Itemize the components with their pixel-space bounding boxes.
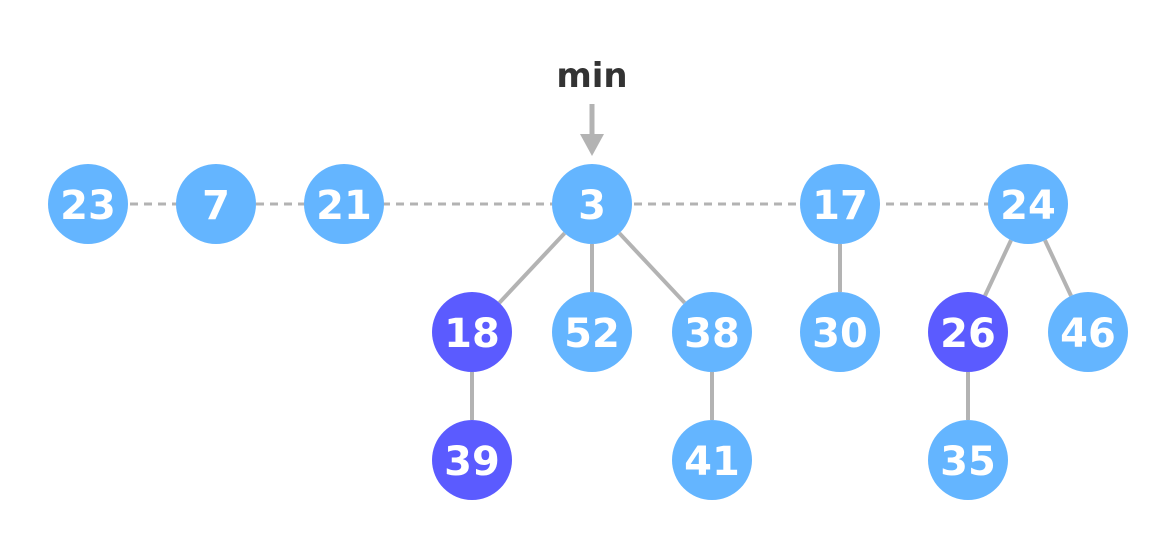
- node-circle: [672, 420, 752, 500]
- heap-node: 21: [304, 164, 384, 244]
- node-key: 41: [684, 439, 740, 485]
- node-key: 7: [202, 183, 230, 229]
- heap-node: 39: [432, 420, 512, 500]
- node-circle: [928, 420, 1008, 500]
- node-key: 23: [60, 183, 116, 229]
- heap-node: 24: [988, 164, 1068, 244]
- marked-node-circle: [928, 292, 1008, 372]
- node-key: 26: [940, 311, 996, 357]
- node-key: 39: [444, 439, 500, 485]
- parent-child-edge: [497, 231, 567, 305]
- heap-node: 23: [48, 164, 128, 244]
- node-circle: [304, 164, 384, 244]
- node-circle: [988, 164, 1068, 244]
- heap-node: 26: [928, 292, 1008, 372]
- node-key: 52: [564, 311, 620, 357]
- parent-child-edge: [617, 231, 687, 305]
- node-key: 18: [444, 311, 500, 357]
- node-key: 17: [812, 183, 868, 229]
- min-arrow-head: [580, 134, 604, 156]
- heap-node: 7: [176, 164, 256, 244]
- node-key: 46: [1060, 311, 1116, 357]
- heap-node: 30: [800, 292, 880, 372]
- heap-node: 3: [552, 164, 632, 244]
- heap-node: 41: [672, 420, 752, 500]
- marked-node-circle: [432, 292, 512, 372]
- heap-node: 35: [928, 420, 1008, 500]
- heap-node: 52: [552, 292, 632, 372]
- node-key: 3: [578, 183, 606, 229]
- parent-child-edge: [1043, 239, 1073, 297]
- node-circle: [552, 164, 632, 244]
- min-label: min: [556, 56, 627, 96]
- node-circle: [672, 292, 752, 372]
- node-key: 38: [684, 311, 740, 357]
- node-circle: [1048, 292, 1128, 372]
- node-key: 21: [316, 183, 372, 229]
- heap-node: 38: [672, 292, 752, 372]
- node-key: 35: [940, 439, 996, 485]
- heap-node: 17: [800, 164, 880, 244]
- node-circle: [48, 164, 128, 244]
- heap-node: 18: [432, 292, 512, 372]
- marked-node-circle: [432, 420, 512, 500]
- node-circle: [800, 292, 880, 372]
- heap-node: 46: [1048, 292, 1128, 372]
- min-pointer: min: [556, 56, 628, 156]
- node-key: 24: [1000, 183, 1056, 229]
- nodes: 23 7 21 39 18 52 41 38 3 30 17 35 26 46 24: [48, 164, 1128, 500]
- node-circle: [176, 164, 256, 244]
- node-key: 30: [812, 311, 868, 357]
- node-circle: [800, 164, 880, 244]
- parent-child-edge: [983, 239, 1013, 297]
- node-circle: [552, 292, 632, 372]
